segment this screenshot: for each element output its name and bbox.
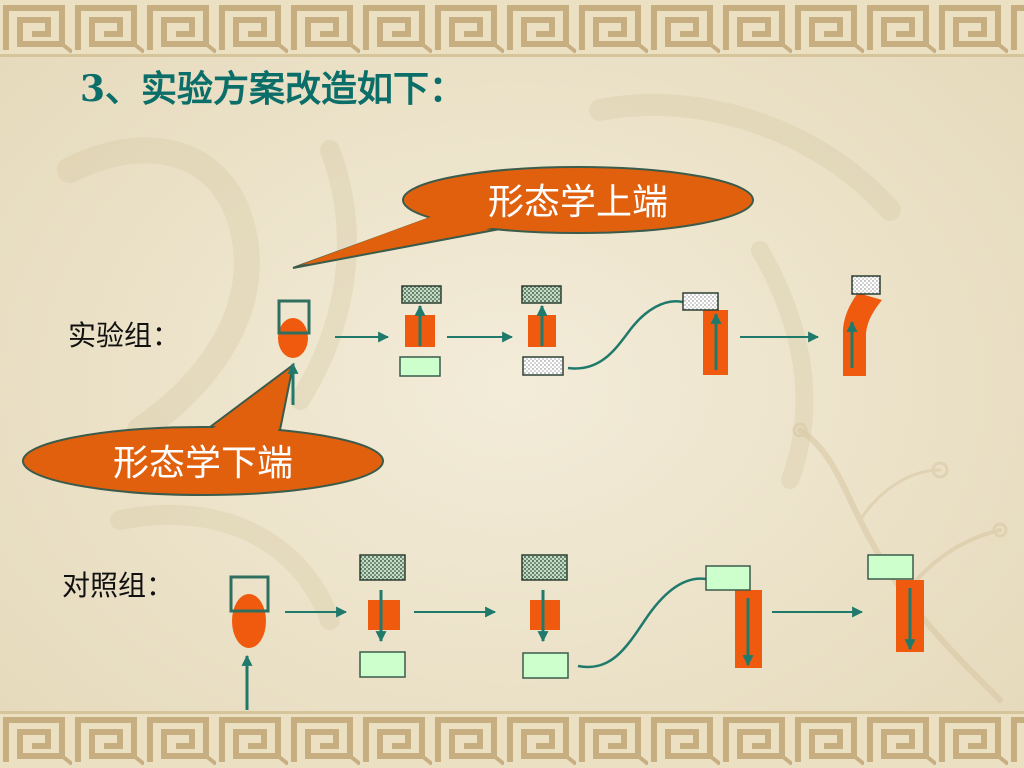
- control-stage-2-tissue: [368, 600, 400, 630]
- control-stage-3-receiver-agar: [522, 652, 569, 679]
- control-stage-2: [359, 554, 406, 678]
- callout-top-label: 形态学上端: [488, 182, 668, 223]
- experimental-initial-square: [277, 299, 311, 335]
- experimental-stage-5-agar: [851, 275, 881, 295]
- experimental-stage-2-receiver-agar: [399, 356, 441, 377]
- control-transfer-curve: [577, 577, 707, 669]
- callout-bottom-tail-joint: [212, 370, 290, 445]
- control-group-label: 对照组：: [62, 569, 174, 602]
- control-row: [229, 554, 924, 710]
- control-stage-3-tissue: [530, 600, 560, 630]
- experimental-stage-3-receiver-agar: [522, 356, 564, 376]
- experimental-stage-2: [399, 285, 442, 377]
- control-stage-5: [867, 554, 924, 652]
- experimental-stage-3-donor-agar: [521, 285, 562, 304]
- control-stage-3-donor-agar: [521, 554, 568, 581]
- callout-bottom-label: 形态学下端: [113, 443, 293, 484]
- control-stage-2-donor-agar: [359, 554, 406, 581]
- callout-bottom: 形态学下端: [22, 362, 384, 496]
- control-initial-segment: [229, 575, 270, 710]
- control-stage-4: [705, 565, 762, 668]
- experimental-initial-tissue: [278, 318, 308, 358]
- experimental-stage-4: [682, 292, 728, 375]
- experimental-initial-segment: [277, 299, 311, 405]
- experimental-stage-3: [521, 285, 564, 376]
- experimental-transfer-curve: [567, 300, 684, 370]
- control-stage-4-agar: [705, 565, 751, 591]
- background-calligraphy-watermark: [57, 93, 901, 630]
- top-border-edge: [0, 54, 1024, 57]
- experimental-stage-5: [843, 275, 882, 376]
- experimental-stage-4-agar: [682, 292, 719, 311]
- top-border-pattern: [0, 0, 1024, 56]
- bottom-border-edge: [0, 711, 1024, 714]
- bottom-border-pattern: [0, 712, 1024, 768]
- slide-title: 3、实验方案改造如下：: [80, 68, 465, 110]
- experimental-row: [277, 275, 882, 405]
- control-stage-2-receiver-agar: [359, 651, 406, 678]
- control-stage-3: [521, 554, 569, 679]
- control-initial-tissue: [232, 594, 266, 648]
- callout-bottom-bubble: [22, 426, 384, 496]
- experimental-stage-2-donor-agar: [401, 285, 442, 304]
- control-initial-square: [229, 575, 270, 613]
- experimental-group-label: 实验组：: [68, 319, 180, 352]
- callout-top-tail-joint: [300, 208, 497, 265]
- callout-top: 形态学上端: [292, 166, 754, 269]
- callout-top-bubble: [402, 166, 754, 234]
- control-stage-5-agar: [867, 554, 914, 580]
